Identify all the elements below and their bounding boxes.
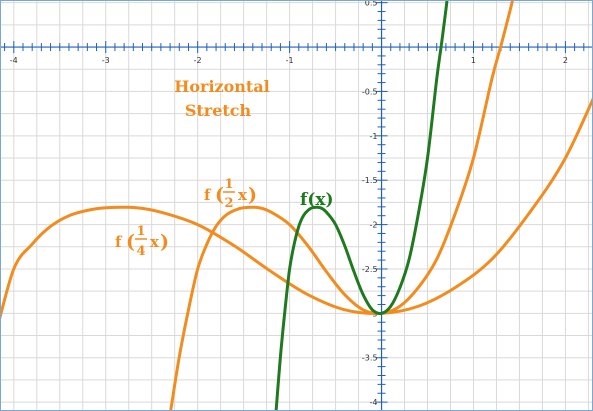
label-f-half-x: f ( 1 2 x ) [204,177,257,211]
label-f-half-x-open-paren: ( [215,184,224,206]
label-f-quarter-x-denominator: 4 [136,244,145,259]
x-tick-label: -3 [102,56,110,65]
label-f-x: f(x) [300,190,334,210]
x-tick-label: -2 [194,56,202,65]
label-f-quarter-x-variable: x [150,233,160,251]
y-tick-label: -1 [370,132,378,141]
curve-f-x [274,0,449,411]
y-tick-label: -4 [370,398,378,407]
x-tick-label: 1 [471,56,476,65]
y-tick-label: -2 [370,221,378,230]
y-tick-label: -3.5 [362,354,378,363]
x-tick-label: -4 [10,56,18,65]
label-f-half-x-numerator: 1 [224,177,233,192]
y-tick-label: -1.5 [362,176,378,185]
y-tick-label: -0.5 [362,87,378,96]
label-f-half-x-variable: x [238,186,248,204]
label-f-quarter-x-numerator: 1 [136,224,145,239]
x-axis-minor-ticks [4,41,593,54]
label-f-half-x-function: f [204,186,212,204]
annotation-line1: Horizontal [174,77,270,96]
label-f-quarter-x-open-paren: ( [126,231,135,253]
y-tick-label: -2.5 [362,265,378,274]
label-f-half-x-close-paren: ) [248,184,257,206]
annotation-line2: Stretch [185,101,252,120]
label-f-quarter-x-close-paren: ) [160,231,169,253]
y-axis-minor-ticks [375,2,388,411]
y-tick-label: 0.5 [365,0,378,8]
curve-f-half-x [169,0,515,411]
x-tick-label: 2 [563,56,568,65]
label-f-quarter-x: f ( 1 4 x ) [115,224,169,259]
x-tick-label: -1 [286,56,294,65]
label-f-quarter-x-function: f [115,233,123,251]
curve-f-quarter-x [0,95,593,324]
label-f-half-x-denominator: 2 [224,196,233,211]
